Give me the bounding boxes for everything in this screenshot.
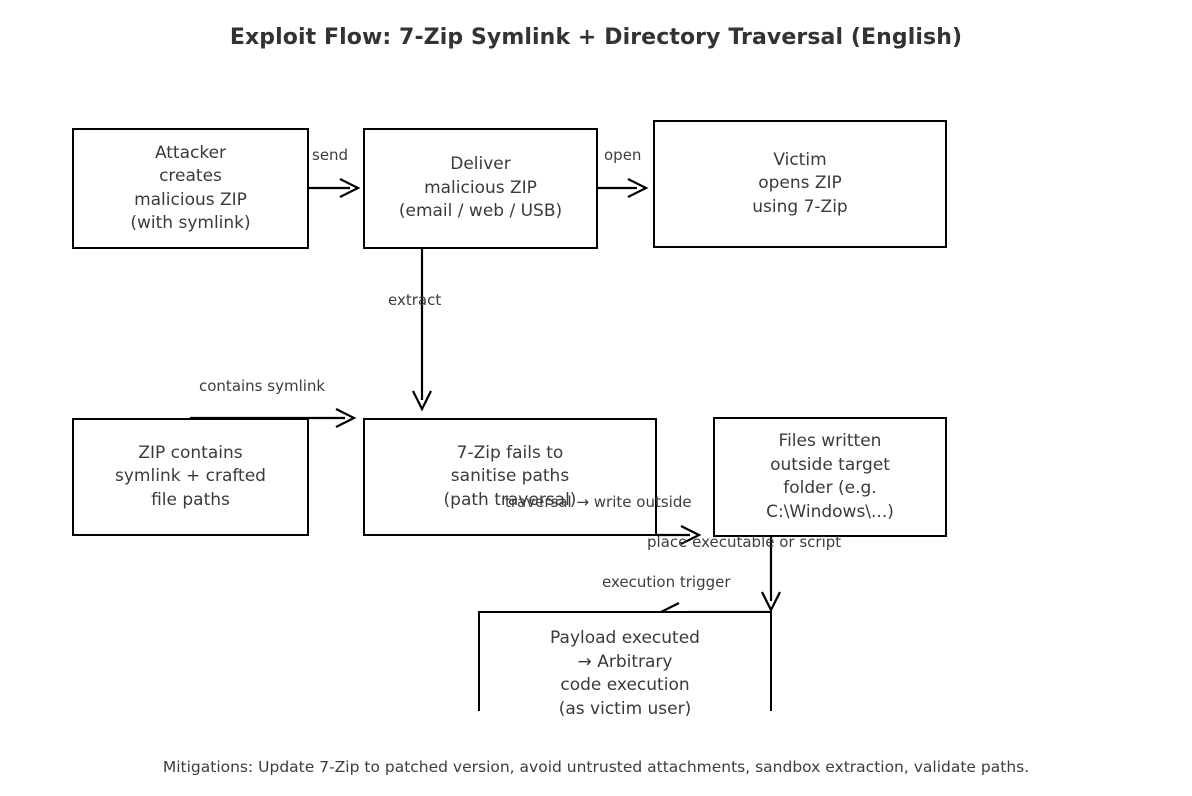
footer-note: Mitigations: Update 7-Zip to patched ver… <box>162 758 1030 776</box>
edge-traversal <box>657 525 702 545</box>
edge-label-traversal: traversal → write outside <box>505 493 692 511</box>
node-attacker[interactable]: Attacker creates malicious ZIP (with sym… <box>72 128 309 249</box>
node-victim-label: Victim opens ZIP using 7-Zip <box>752 149 848 217</box>
page-title: Exploit Flow: 7-Zip Symlink + Directory … <box>229 25 963 50</box>
edge-extract <box>412 249 432 412</box>
node-victim[interactable]: Victim opens ZIP using 7-Zip <box>653 120 947 248</box>
node-zip-contents[interactable]: ZIP contains symlink + crafted file path… <box>72 418 309 536</box>
node-deliver[interactable]: Deliver malicious ZIP (email / web / USB… <box>363 128 598 249</box>
edge-label-send: send <box>312 146 349 164</box>
edge-label-execution-trigger: execution trigger <box>602 573 731 591</box>
edge-label-extract: extract <box>388 291 442 309</box>
node-deliver-label: Deliver malicious ZIP (email / web / USB… <box>398 154 563 222</box>
edge-send <box>309 178 361 198</box>
node-zip-contents-label: ZIP contains symlink + crafted file path… <box>115 442 266 510</box>
node-files-written[interactable]: Files written outside target folder (e.g… <box>713 417 947 537</box>
node-payload-label: Payload executed → Arbitrary code execut… <box>550 628 700 719</box>
edge-label-contains-symlink: contains symlink <box>199 377 326 395</box>
edge-label-open: open <box>604 146 642 164</box>
node-sanitise-label: 7-Zip fails to sanitise paths (path trav… <box>443 442 577 510</box>
node-payload[interactable]: Payload executed → Arbitrary code execut… <box>478 611 772 719</box>
edge-place-executable <box>761 536 781 613</box>
node-attacker-label: Attacker creates malicious ZIP (with sym… <box>130 142 251 234</box>
edge-open <box>598 178 649 198</box>
edge-label-place-executable: place executable or script <box>647 533 842 551</box>
node-files-written-label: Files written outside target folder (e.g… <box>766 431 894 522</box>
node-sanitise[interactable]: 7-Zip fails to sanitise paths (path trav… <box>363 418 657 536</box>
